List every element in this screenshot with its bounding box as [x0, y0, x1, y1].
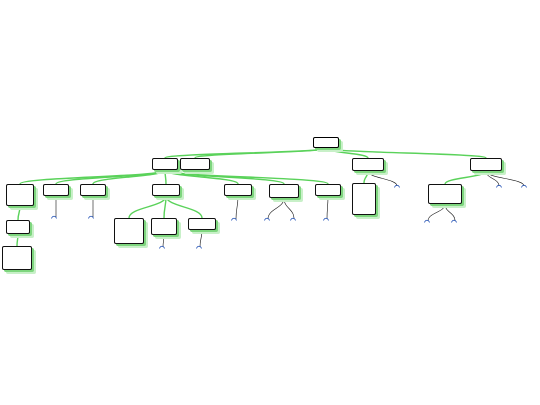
connector-line [164, 169, 167, 185]
note-text-c1b [441, 227, 471, 237]
topic-node-c1[interactable] [352, 183, 376, 215]
note-text-a4b [149, 254, 179, 280]
topic-node-a7[interactable] [315, 184, 341, 196]
note-text-a4c [187, 254, 215, 276]
topic-node-a4c[interactable] [188, 218, 216, 230]
connector-line [17, 205, 21, 221]
connector-line [19, 169, 166, 185]
topic-node-c[interactable] [352, 158, 384, 171]
topic-node-d1[interactable] [428, 184, 462, 204]
connector-line [267, 197, 285, 220]
connector-line [165, 195, 203, 219]
connector-line [164, 169, 329, 185]
connector-line [326, 195, 329, 220]
topic-node-a6[interactable] [269, 184, 299, 198]
root-topic-node[interactable] [313, 137, 339, 148]
topic-node-a1b[interactable] [2, 246, 32, 270]
topic-node-a4b[interactable] [151, 218, 177, 235]
topic-node-a1a[interactable] [6, 220, 30, 234]
connector-line [325, 147, 487, 159]
link-icon[interactable] [451, 219, 457, 223]
link-icon[interactable] [51, 215, 57, 219]
link-icon[interactable] [290, 217, 296, 221]
connector-line [283, 197, 295, 220]
connector-line [444, 170, 487, 185]
note-text-a2 [40, 228, 72, 244]
topic-node-a1[interactable] [6, 184, 34, 206]
note-text-a3 [78, 228, 108, 240]
connector-line [164, 169, 285, 185]
link-icon[interactable] [323, 217, 329, 221]
topic-node-d[interactable] [470, 158, 502, 171]
link-icon[interactable] [521, 184, 527, 188]
connector-line [363, 170, 369, 184]
topic-node-a5[interactable] [224, 184, 252, 196]
connector-line [367, 170, 398, 187]
connector-line [485, 170, 525, 187]
connector-line [92, 169, 166, 185]
connector-line [162, 234, 165, 248]
note-text-a6a [255, 228, 285, 246]
connector-line [55, 169, 166, 185]
link-icon[interactable] [196, 245, 202, 249]
connector-line [194, 147, 327, 159]
link-icon[interactable] [394, 184, 400, 188]
connector-line [128, 195, 167, 219]
connector-line [16, 233, 19, 247]
link-icon[interactable] [264, 217, 270, 221]
note-text-a6b [283, 228, 315, 246]
connector-line [427, 203, 446, 222]
note-text-d1 [486, 193, 512, 205]
connector-line [235, 195, 239, 220]
link-icon[interactable] [159, 245, 165, 249]
link-icon[interactable] [496, 184, 502, 188]
note-text-b [384, 194, 406, 220]
note-text-a7 [313, 228, 343, 248]
connector-line [199, 229, 203, 248]
topic-node-b[interactable] [180, 158, 210, 170]
link-icon[interactable] [424, 219, 430, 223]
topic-node-a[interactable] [152, 158, 178, 170]
topic-node-a4a[interactable] [114, 218, 144, 244]
link-icon[interactable] [231, 217, 237, 221]
note-text-a5 [222, 226, 252, 236]
link-icon[interactable] [88, 215, 94, 219]
topic-node-a4[interactable] [152, 184, 180, 196]
note-text-c1a [412, 227, 442, 237]
topic-node-a2[interactable] [43, 184, 69, 196]
topic-node-a3[interactable] [80, 184, 106, 196]
connector-line [444, 203, 456, 222]
